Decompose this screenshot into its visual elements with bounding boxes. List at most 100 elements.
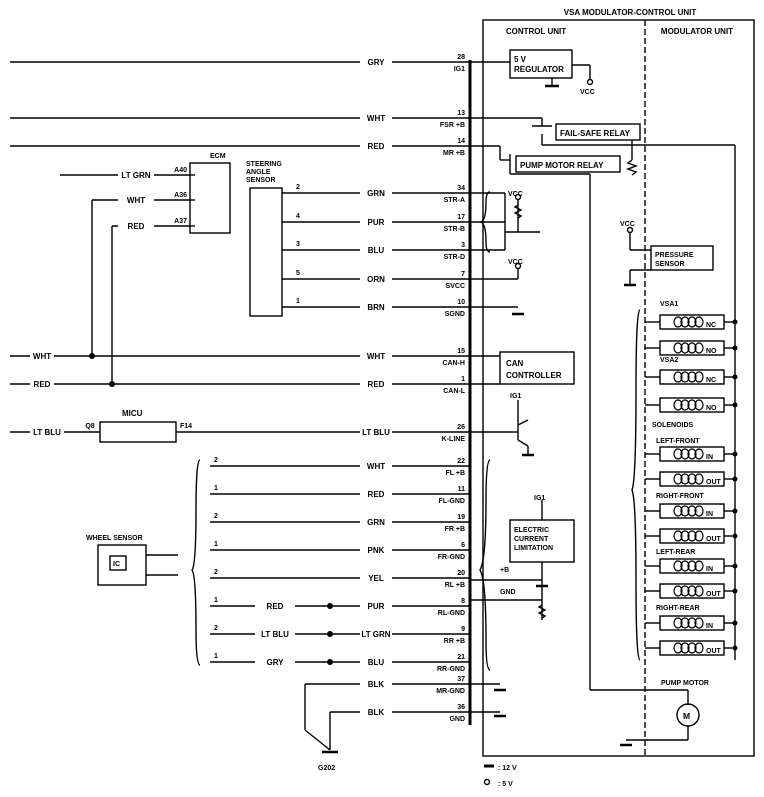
wire-color: PUR xyxy=(368,602,385,611)
wire-color: BLK xyxy=(368,680,385,689)
sensor-pin: 4 xyxy=(296,213,300,220)
gnd-label: GND xyxy=(500,589,516,596)
wheel-group-label: LEFT-REAR xyxy=(656,549,695,556)
wire-color: LT BLU xyxy=(362,428,390,437)
wire-color: BLU xyxy=(368,246,385,255)
vsa2-no-coil: NO xyxy=(645,397,738,413)
wire-color: LT GRN xyxy=(121,171,150,180)
vcc-label: VCC xyxy=(620,221,635,228)
wire-color: WHT xyxy=(33,352,51,361)
pin-signal: MR +B xyxy=(443,150,465,157)
pin-signal: FL +B xyxy=(445,470,465,477)
wire-color: BRN xyxy=(367,303,385,312)
wire-color: YEL xyxy=(368,574,384,583)
svg-text:NO: NO xyxy=(706,348,717,355)
ic-label: IC xyxy=(113,561,120,568)
pin-number: 10 xyxy=(457,299,465,306)
steering-label-3: SENSOR xyxy=(246,177,276,184)
vsa2-label: VSA2 xyxy=(660,357,678,364)
wheel-group-label: LEFT-FRONT xyxy=(656,438,700,445)
pressure-label-2: SENSOR xyxy=(655,261,685,268)
pin-signal: RL-GND xyxy=(438,610,465,617)
pin-signal: SVCC xyxy=(446,283,465,290)
sol-in-coil: IN xyxy=(645,503,738,519)
micu-pin: F14 xyxy=(180,423,192,430)
motor-symbol: M xyxy=(683,711,690,721)
sensor-pin: 5 xyxy=(296,270,300,277)
vsa2-nc-coil: NC xyxy=(645,369,738,385)
wheel-group-label: RIGHT-FRONT xyxy=(656,493,705,500)
ws-pin: 2 xyxy=(214,569,218,576)
pin-number: 26 xyxy=(457,424,465,431)
svg-text:NO: NO xyxy=(706,405,717,412)
wire-color: WHT xyxy=(367,462,385,471)
svg-text:IN: IN xyxy=(706,511,713,518)
splice-color: GRY xyxy=(266,658,284,667)
pin-number: 28 xyxy=(457,54,465,61)
steering-label-1: STEERING xyxy=(246,161,282,168)
pin-number: 14 xyxy=(457,138,465,145)
solenoids-label: SOLENOIDS xyxy=(652,422,694,429)
sol-in-coil: IN xyxy=(645,558,738,574)
wire-color: GRN xyxy=(367,189,385,198)
ecl-label-1: ELECTRIC xyxy=(514,527,549,534)
svg-text:IN: IN xyxy=(706,454,713,461)
svg-text:OUT: OUT xyxy=(706,591,722,598)
sol-out-coil: OUT xyxy=(645,528,738,544)
vsa1-label: VSA1 xyxy=(660,301,678,308)
pin-signal: GND xyxy=(449,716,465,723)
vcc-label: VCC xyxy=(508,191,523,198)
splice-color: RED xyxy=(267,602,284,611)
wire-color: LT BLU xyxy=(33,428,61,437)
ecm-box xyxy=(189,162,231,234)
sol-out-coil: OUT xyxy=(645,471,738,487)
pin-signal: SGND xyxy=(445,311,465,318)
pin-number: 36 xyxy=(457,704,465,711)
wire-color: RED xyxy=(368,490,385,499)
pin-number: 13 xyxy=(457,110,465,117)
sensor-pin: 3 xyxy=(296,241,300,248)
wire-color: ORN xyxy=(367,275,385,284)
wire-color: RED xyxy=(34,380,51,389)
svg-text:IN: IN xyxy=(706,623,713,630)
modulator-unit-label: MODULATOR UNIT xyxy=(661,27,733,36)
pin-signal: FSR +B xyxy=(440,122,465,129)
wire-color: PUR xyxy=(368,218,385,227)
pin-signal: STR-B xyxy=(444,226,465,233)
svg-text:NC: NC xyxy=(706,377,716,384)
ws-pin: 1 xyxy=(214,653,218,660)
wheel-sensor-label: WHEEL SENSOR xyxy=(86,535,143,542)
failsafe-relay-label: FAIL-SAFE RELAY xyxy=(560,129,631,138)
can-label-2: CONTROLLER xyxy=(506,371,562,380)
wire-color: RED xyxy=(368,380,385,389)
ws-pin: 2 xyxy=(214,513,218,520)
pin-signal: K-LINE xyxy=(442,436,466,443)
legend-5v: : 5 V xyxy=(498,781,513,788)
svg-text:IN: IN xyxy=(706,566,713,573)
micu-box xyxy=(99,421,177,443)
micu-pin: Q8 xyxy=(85,423,94,430)
pressure-sensor-box xyxy=(650,245,714,271)
regulator-box xyxy=(509,49,573,79)
ws-pin: 2 xyxy=(214,625,218,632)
ecl-label-3: LIMITATION xyxy=(514,545,553,552)
pin-signal: MR-GND xyxy=(436,688,465,695)
ws-pin: 2 xyxy=(214,457,218,464)
ws-pin: 1 xyxy=(214,541,218,548)
wheel-group-label: RIGHT-REAR xyxy=(656,605,700,612)
pin-number: 11 xyxy=(458,486,466,493)
wire-color: WHT xyxy=(127,196,145,205)
pin-signal: RR +B xyxy=(444,638,465,645)
pin-number: 7 xyxy=(461,271,465,278)
control-unit-label: CONTROL UNIT xyxy=(506,27,566,36)
wire-color: LT GRN xyxy=(361,630,390,639)
pin-number: 17 xyxy=(457,214,465,221)
pin-signal: FL-GND xyxy=(439,498,465,505)
ig1-label: IG1 xyxy=(510,393,521,400)
pin-signal: STR-A xyxy=(444,197,465,204)
wire-color: PNK xyxy=(368,546,385,555)
pin-signal: RL +B xyxy=(445,582,465,589)
pin-number: 8 xyxy=(461,598,465,605)
ecm-pin: A40 xyxy=(174,167,187,174)
